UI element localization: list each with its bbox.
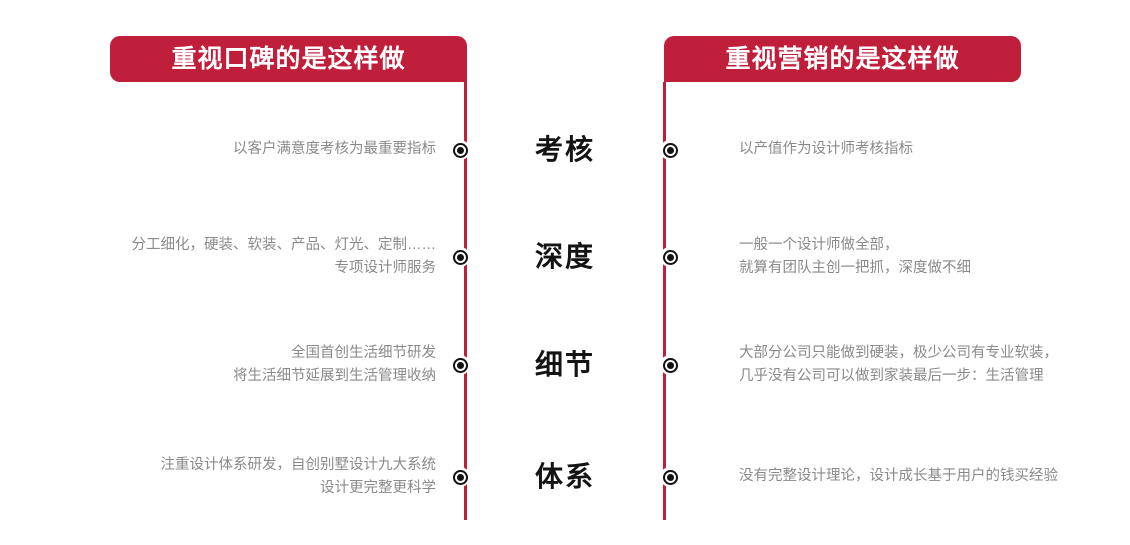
row-marker-left	[440, 140, 480, 160]
comparison-row: 分工细化，硬装、软装、产品、灯光、定制…… 专项设计师服务 深度 一般一个设计师…	[0, 226, 1130, 288]
row-left-cell: 注重设计体系研发，自创别墅设计九大系统 设计更完整更科学	[0, 454, 440, 501]
row-right-cell: 以产值作为设计师考核指标	[690, 138, 1130, 161]
banner-right-label: 重视营销的是这样做	[725, 44, 960, 73]
banner-left-label: 重视口碑的是这样做	[171, 44, 406, 73]
banner-right: 重视营销的是这样做	[664, 36, 1021, 82]
row-category-label: 深度	[534, 241, 595, 272]
target-dot-icon	[660, 355, 680, 375]
target-dot-icon	[660, 140, 680, 160]
comparison-row: 注重设计体系研发，自创别墅设计九大系统 设计更完整更科学 体系 没有完整设计理论…	[0, 446, 1130, 508]
row-left-text: 以客户满意度考核为最重要指标	[233, 141, 436, 158]
row-category-cell: 细节	[480, 351, 650, 379]
comparison-row: 以客户满意度考核为最重要指标 考核 以产值作为设计师考核指标	[0, 126, 1130, 174]
row-category-cell: 考核	[480, 136, 650, 164]
target-dot-icon	[450, 140, 470, 160]
row-marker-right	[650, 140, 690, 160]
row-category-cell: 体系	[480, 463, 650, 491]
row-left-text: 分工细化，硬装、软装、产品、灯光、定制…… 专项设计师服务	[131, 236, 437, 276]
row-right-cell: 一般一个设计师做全部， 就算有团队主创一把抓，深度做不细	[690, 234, 1130, 281]
target-dot-icon	[660, 467, 680, 487]
comparison-row: 全国首创生活细节研发 将生活细节延展到生活管理收纳 细节 大部分公司只能做到硬装…	[0, 334, 1130, 396]
row-left-text: 注重设计体系研发，自创别墅设计九大系统 设计更完整更科学	[160, 456, 437, 496]
row-marker-right	[650, 355, 690, 375]
row-right-text: 一般一个设计师做全部， 就算有团队主创一把抓，深度做不细	[739, 236, 971, 276]
row-left-cell: 分工细化，硬装、软装、产品、灯光、定制…… 专项设计师服务	[0, 234, 440, 281]
row-right-cell: 没有完整设计理论，设计成长基于用户的钱买经验	[690, 465, 1130, 488]
row-left-text: 全国首创生活细节研发 将生活细节延展到生活管理收纳	[233, 344, 436, 384]
row-category-label: 细节	[534, 349, 595, 380]
row-category-label: 考核	[534, 134, 595, 165]
target-dot-icon	[660, 247, 680, 267]
timeline-rail-right	[663, 82, 666, 520]
row-right-cell: 大部分公司只能做到硬装，极少公司有专业软装， 几乎没有公司可以做到家装最后一步：…	[690, 342, 1130, 389]
row-marker-right	[650, 247, 690, 267]
banner-left: 重视口碑的是这样做	[110, 36, 467, 82]
target-dot-icon	[450, 467, 470, 487]
row-right-text: 没有完整设计理论，设计成长基于用户的钱买经验	[739, 468, 1058, 485]
row-left-cell: 以客户满意度考核为最重要指标	[0, 138, 440, 161]
row-category-cell: 深度	[480, 243, 650, 271]
row-marker-left	[440, 247, 480, 267]
row-category-label: 体系	[534, 461, 595, 492]
target-dot-icon	[450, 247, 470, 267]
row-marker-right	[650, 467, 690, 487]
row-right-text: 大部分公司只能做到硬装，极少公司有专业软装， 几乎没有公司可以做到家装最后一步：…	[739, 344, 1058, 384]
target-dot-icon	[450, 355, 470, 375]
timeline-rail-left	[464, 82, 467, 520]
row-left-cell: 全国首创生活细节研发 将生活细节延展到生活管理收纳	[0, 342, 440, 389]
row-right-text: 以产值作为设计师考核指标	[739, 141, 913, 158]
row-marker-left	[440, 355, 480, 375]
row-marker-left	[440, 467, 480, 487]
